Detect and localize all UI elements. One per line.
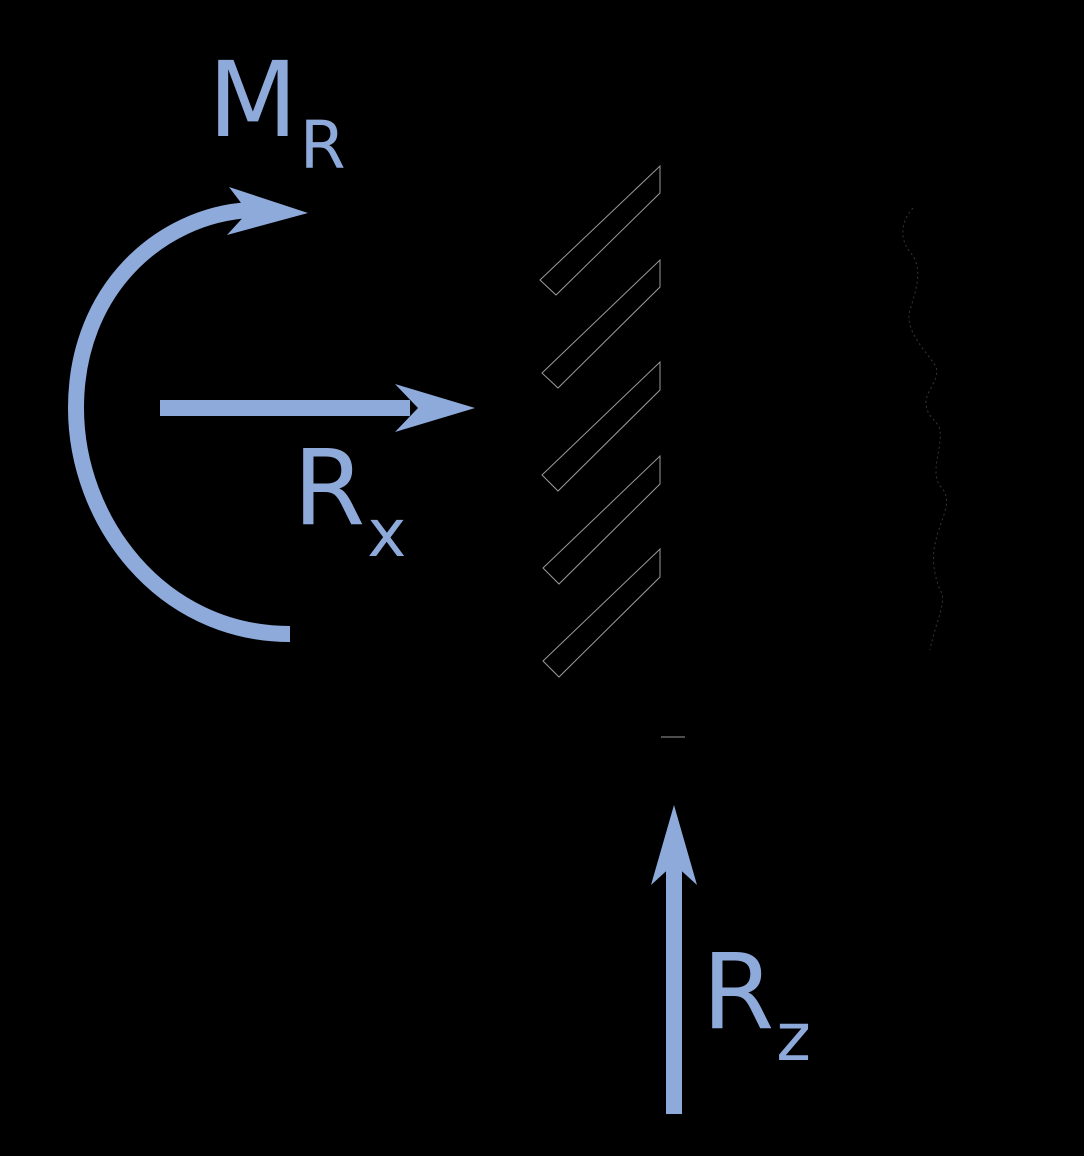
moment-arrowhead-icon [227,187,308,235]
horizontal-reaction-label: Rx [293,436,406,567]
rz-label-subscript: z [776,999,811,1076]
moment-label: MR [208,48,346,179]
hatch-mark [542,547,661,678]
vertical-reaction-arrow [651,805,697,1114]
hatch-mark [542,454,661,585]
hatch-mark [541,258,661,389]
moment-arrow [67,187,308,642]
break-line [896,203,953,652]
hatch-mark [539,164,661,296]
fixed-wall-hatching [539,164,685,738]
rx-label-main: R [293,427,366,549]
rx-arrowhead-icon [395,384,475,432]
rx-label-subscript: x [367,495,407,572]
hatch-mark [541,360,661,492]
rz-arrowhead-icon [651,805,697,885]
rz-label-main: R [702,931,775,1053]
moment-label-main: M [208,39,298,161]
vertical-reaction-label: Rz [702,940,811,1071]
moment-label-subscript: R [299,107,346,184]
horizontal-reaction-arrow [160,384,475,432]
